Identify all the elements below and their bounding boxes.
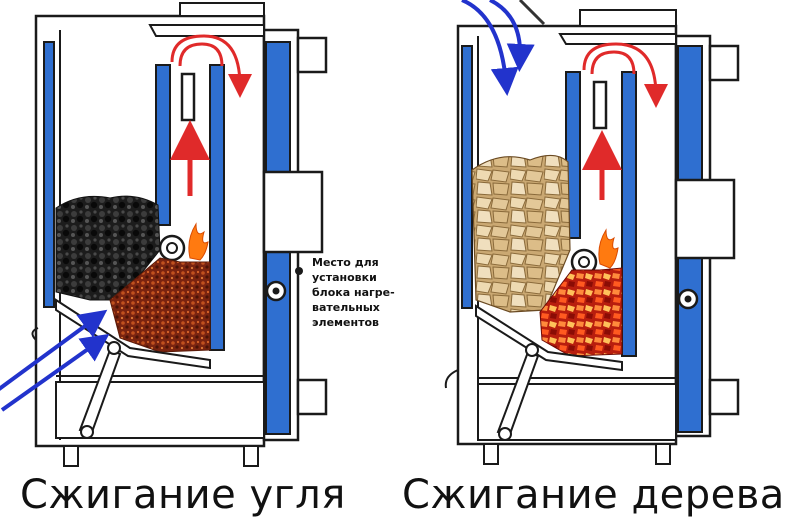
air-arrow-2 (0, 333, 110, 412)
top-cap (579, 9, 677, 27)
grate (475, 304, 623, 372)
burning-wood (539, 267, 623, 357)
fitting-core (684, 295, 692, 303)
air-valve (31, 327, 39, 341)
foot-left (63, 445, 79, 467)
heating-element-box (262, 170, 324, 254)
wood-caption: Сжигание дерева (402, 472, 785, 518)
lever-pivot (107, 341, 121, 355)
return-pipe (708, 378, 740, 416)
coal-boiler-illustration (0, 2, 328, 467)
annotation-line: элементов (312, 316, 379, 329)
annotation-line: вательных (312, 301, 380, 314)
coal-pile (55, 195, 161, 301)
heat-arrow-loop-outer (170, 34, 252, 98)
lever-handle (498, 427, 512, 441)
foot-right (655, 443, 671, 465)
return-pipe (296, 378, 328, 416)
lever-handle (80, 425, 94, 439)
fitting-core (272, 287, 280, 295)
top-cap (179, 2, 265, 17)
heat-arrow-loop-outer (582, 42, 668, 108)
air-valve (444, 369, 459, 389)
wood-boiler-illustration (444, 0, 740, 465)
hopper-lid (148, 24, 265, 37)
air-arrow-2 (489, 0, 535, 72)
sensor-tube (592, 80, 608, 130)
wood-logs (471, 154, 571, 313)
air-arrow-1 (0, 309, 108, 391)
flame (598, 228, 619, 269)
rear-wall-blue (621, 71, 637, 357)
side-box (674, 178, 736, 260)
sensor-tube (180, 72, 196, 122)
coal-embers (109, 257, 211, 353)
rear-wall-blue (209, 64, 225, 351)
roller-axle (578, 256, 590, 268)
heating-element-annotation: Место для установки блока нагре- вательн… (312, 255, 412, 330)
left-water-wall (43, 41, 55, 308)
foot-left (483, 443, 499, 465)
left-water-wall (461, 45, 473, 309)
hopper-lid (558, 33, 677, 45)
flame (188, 222, 209, 261)
roller-axle (166, 242, 178, 254)
flue-pipe (296, 36, 328, 74)
heat-arrow-loop-inner (178, 42, 224, 67)
feed-cable (518, 0, 546, 26)
heat-arrow-loop-inner (590, 50, 636, 75)
annotation-line: Место для (312, 256, 379, 269)
air-arrow-1 (461, 0, 519, 96)
coal-caption: Сжигание угля (20, 472, 346, 518)
annotation-line: установки (312, 271, 377, 284)
lever-pivot (525, 343, 539, 357)
foot-right (243, 445, 259, 467)
annotation-dot (295, 267, 303, 275)
annotation-line: блока нагре- (312, 286, 395, 299)
grate (55, 298, 211, 370)
flue-pipe (708, 44, 740, 82)
partition-blue (155, 64, 171, 226)
